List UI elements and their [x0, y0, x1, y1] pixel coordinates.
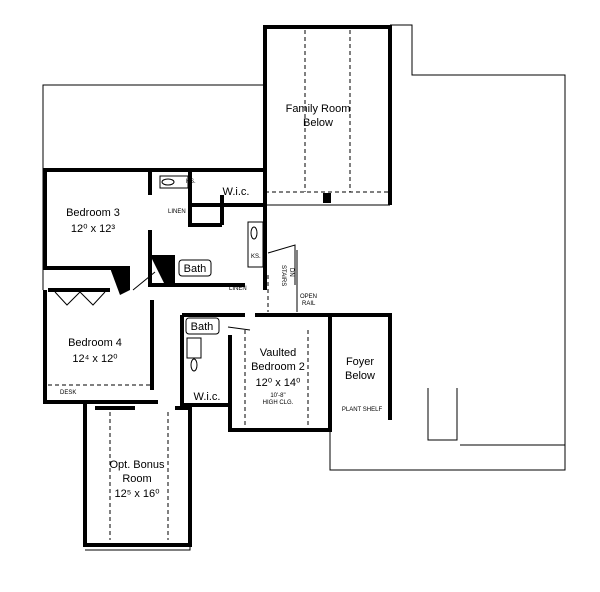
plant-shelf-label: PLANT SHELF	[342, 407, 383, 413]
bath-label-upper: Bath	[184, 263, 207, 275]
open-label: OPEN	[300, 294, 317, 300]
opt-bonus-room: Opt. Bonus Room 12⁵ x 16⁰	[109, 459, 165, 500]
bedroom-2-label-2: Bedroom 2	[251, 361, 305, 373]
vaulted-bedroom-2: Vaulted Bedroom 2 12⁰ x 14⁰ 10'-8" HIGH …	[251, 347, 305, 406]
bedroom-4: Bedroom 4 12⁴ x 12⁰ DESK	[54, 291, 122, 396]
walls	[43, 168, 392, 547]
stairs-dn-label: DN	[288, 268, 294, 277]
wic-label-upper: W.i.c.	[223, 186, 250, 198]
desk-label: DESK	[60, 390, 76, 396]
family-room-sub: Below	[303, 117, 333, 129]
ks-label-upper: KS.	[186, 179, 196, 185]
bedroom-4-label: Bedroom 4	[68, 337, 122, 349]
linen-label-lower: LINEN	[229, 286, 247, 292]
bedroom-2-label-1: Vaulted	[260, 347, 297, 359]
foyer-label: Foyer	[346, 356, 374, 368]
family-room: Family Room Below	[263, 25, 392, 206]
ceiling-height: 10'-8"	[270, 393, 285, 399]
family-room-label: Family Room	[286, 103, 351, 115]
bedroom-2-dims: 12⁰ x 14⁰	[256, 377, 301, 389]
stairs-label: STAIRS	[280, 265, 286, 286]
bonus-label-1: Opt. Bonus	[109, 459, 165, 471]
linen-label-upper: LINEN	[168, 209, 186, 215]
foyer: Foyer Below PLANT SHELF	[342, 356, 383, 413]
wic-label-lower: W.i.c.	[194, 391, 221, 403]
bath-label-lower: Bath	[191, 321, 214, 333]
bedroom-3-label: Bedroom 3	[66, 207, 120, 219]
bonus-dims: 12⁵ x 16⁰	[114, 488, 160, 500]
ceiling-note: HIGH CLG.	[263, 400, 294, 406]
bedroom-3-dims: 12⁰ x 12³	[71, 223, 115, 235]
bedroom-4-dims: 12⁴ x 12⁰	[72, 353, 118, 365]
rail-label: RAIL	[302, 301, 316, 307]
stairs: STAIRS DN	[267, 244, 296, 286]
bedroom-3: Bedroom 3 12⁰ x 12³	[66, 207, 120, 235]
foyer-sub: Below	[345, 370, 375, 382]
bonus-label-2: Room	[122, 473, 151, 485]
ks-label-lower: KS.	[251, 254, 261, 260]
